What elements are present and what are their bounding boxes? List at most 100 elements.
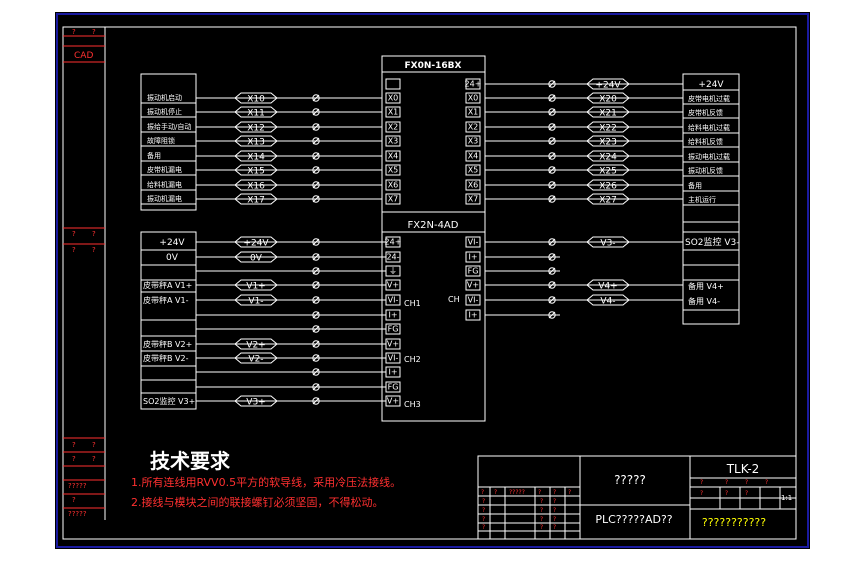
analog-terminal (312, 368, 320, 376)
input-terminal-slash (312, 123, 320, 131)
tb-row-label: ????? (509, 489, 525, 496)
analog-signal-tag (234, 251, 278, 263)
plc-right-terminal-box (465, 164, 481, 176)
plc-left-terminal-box (385, 78, 401, 90)
plc-right-terminal: X3 (468, 137, 479, 146)
analog-terminal-slash (312, 253, 320, 261)
x-input-signal: X15 (247, 167, 265, 177)
plc-right-terminal: X7 (468, 195, 479, 204)
plc-left-terminal-box (385, 179, 401, 191)
input-terminal (312, 181, 320, 189)
tb-row-label: ? (538, 489, 541, 496)
analog-out-terminal (548, 253, 556, 261)
analog-terminal-slash (312, 368, 320, 376)
x-output-signal: X22 (599, 124, 617, 134)
x-input-signal-tag (234, 92, 278, 104)
analog-terminal (312, 267, 320, 275)
x-output-signal-tag (586, 150, 630, 162)
input-label: 振给手动/自动 (147, 122, 191, 131)
analog-signal: V2- (248, 355, 263, 365)
analog-out-terminal (548, 311, 556, 319)
output-terminal-slash (548, 108, 556, 116)
analog-label: 皮带秤B V2- (143, 353, 189, 363)
analog-terminal-slash (312, 340, 320, 348)
plc-right-terminal-box (465, 135, 481, 147)
analog-out-signal-tag (586, 294, 630, 306)
tb-row-label: ? (553, 489, 556, 496)
plc-right-terminal-box (465, 92, 481, 104)
ad-left-terminal: V+ (387, 281, 399, 290)
analog-out-signal-tag (586, 279, 630, 291)
x-output-signal-tag (586, 193, 630, 205)
x-input-signal: X12 (247, 124, 265, 134)
input-terminal (312, 108, 320, 116)
drawing-code: TLK-2 (726, 462, 760, 476)
output-terminal-slash (548, 123, 556, 131)
ad-right-terminal-box (465, 294, 481, 306)
plc-right-terminal-box (465, 179, 481, 191)
x-input-signal: X13 (247, 138, 265, 148)
output-terminal-slash (548, 80, 556, 88)
plc-left-terminal: X4 (388, 152, 399, 161)
plc-left-terminal: X7 (388, 195, 399, 204)
input-terminal-slash (312, 94, 320, 102)
analog-terminal-slash (312, 311, 320, 319)
analog-terminal-slash (312, 325, 320, 333)
input-label: 振动机漏电 (147, 194, 182, 203)
analog-signal-tag (234, 338, 278, 350)
tb-mark: ? (725, 479, 728, 486)
tb-mark: ? (725, 490, 728, 497)
input-terminal (312, 94, 320, 102)
x-input-signal-tag (234, 135, 278, 147)
analog-out-terminal (548, 267, 556, 275)
analog-signal: V3+ (246, 398, 265, 408)
x-output-signal-tag (586, 121, 630, 133)
left-title-strip: ? ? CAD ? ? ? ? ??????????????? (63, 27, 106, 520)
input-terminal (312, 195, 320, 203)
output-terminal (548, 137, 556, 145)
tb-mark: ? (482, 516, 485, 523)
channel-label: CH1 (404, 299, 421, 308)
analog-signal: 0V (250, 254, 263, 264)
plc-left-terminal-box (385, 92, 401, 104)
feedback-label: 备用 (688, 181, 702, 190)
output-terminal-slash (548, 94, 556, 102)
strip-cad-label: CAD (74, 51, 93, 61)
tb-mark: ? (482, 498, 485, 505)
x-output-signal: X24 (599, 153, 617, 163)
analog-terminal (312, 325, 320, 333)
plc-left-terminal-box (385, 106, 401, 118)
channel-label: CH3 (404, 400, 421, 409)
plc-right-terminal-box (465, 106, 481, 118)
output-terminal-slash (548, 166, 556, 174)
output-terminal (548, 152, 556, 160)
x-input-signal: X17 (247, 196, 265, 206)
input-label: 振动机停止 (147, 107, 182, 116)
tb-row-label: ? (494, 489, 497, 496)
tb-mark: ? (553, 524, 556, 531)
tb-mark: ? (482, 524, 485, 531)
strip-mid-mark: ? (72, 230, 76, 238)
output-terminal-slash (548, 152, 556, 160)
x-output-signal-tag (586, 135, 630, 147)
tb-mark: ? (745, 490, 748, 497)
analog-out-terminal-slash (548, 253, 556, 261)
strip-mid-mark: ? (72, 246, 76, 254)
analog-terminal-slash (312, 397, 320, 405)
analog-signal: V1- (248, 297, 263, 307)
analog-out-signal: V3- (600, 239, 615, 249)
ad-left-terminal: I+ (388, 311, 397, 320)
analog-out-terminal-slash (548, 267, 556, 275)
output-terminal (548, 195, 556, 203)
analog-out-signal: V4+ (598, 282, 617, 292)
plc-right-terminal-box (465, 150, 481, 162)
ad-right-terminal-box (465, 265, 481, 277)
analog-terminal-slash (312, 354, 320, 362)
ad-module-title: FX2N-4AD (408, 220, 459, 231)
analog-right-label: 备用 V4- (688, 296, 720, 306)
feedback-label: +24V (698, 80, 724, 90)
strip-bottom-rows: ??????????????? (63, 437, 105, 518)
tb-mark: ? (700, 479, 703, 486)
